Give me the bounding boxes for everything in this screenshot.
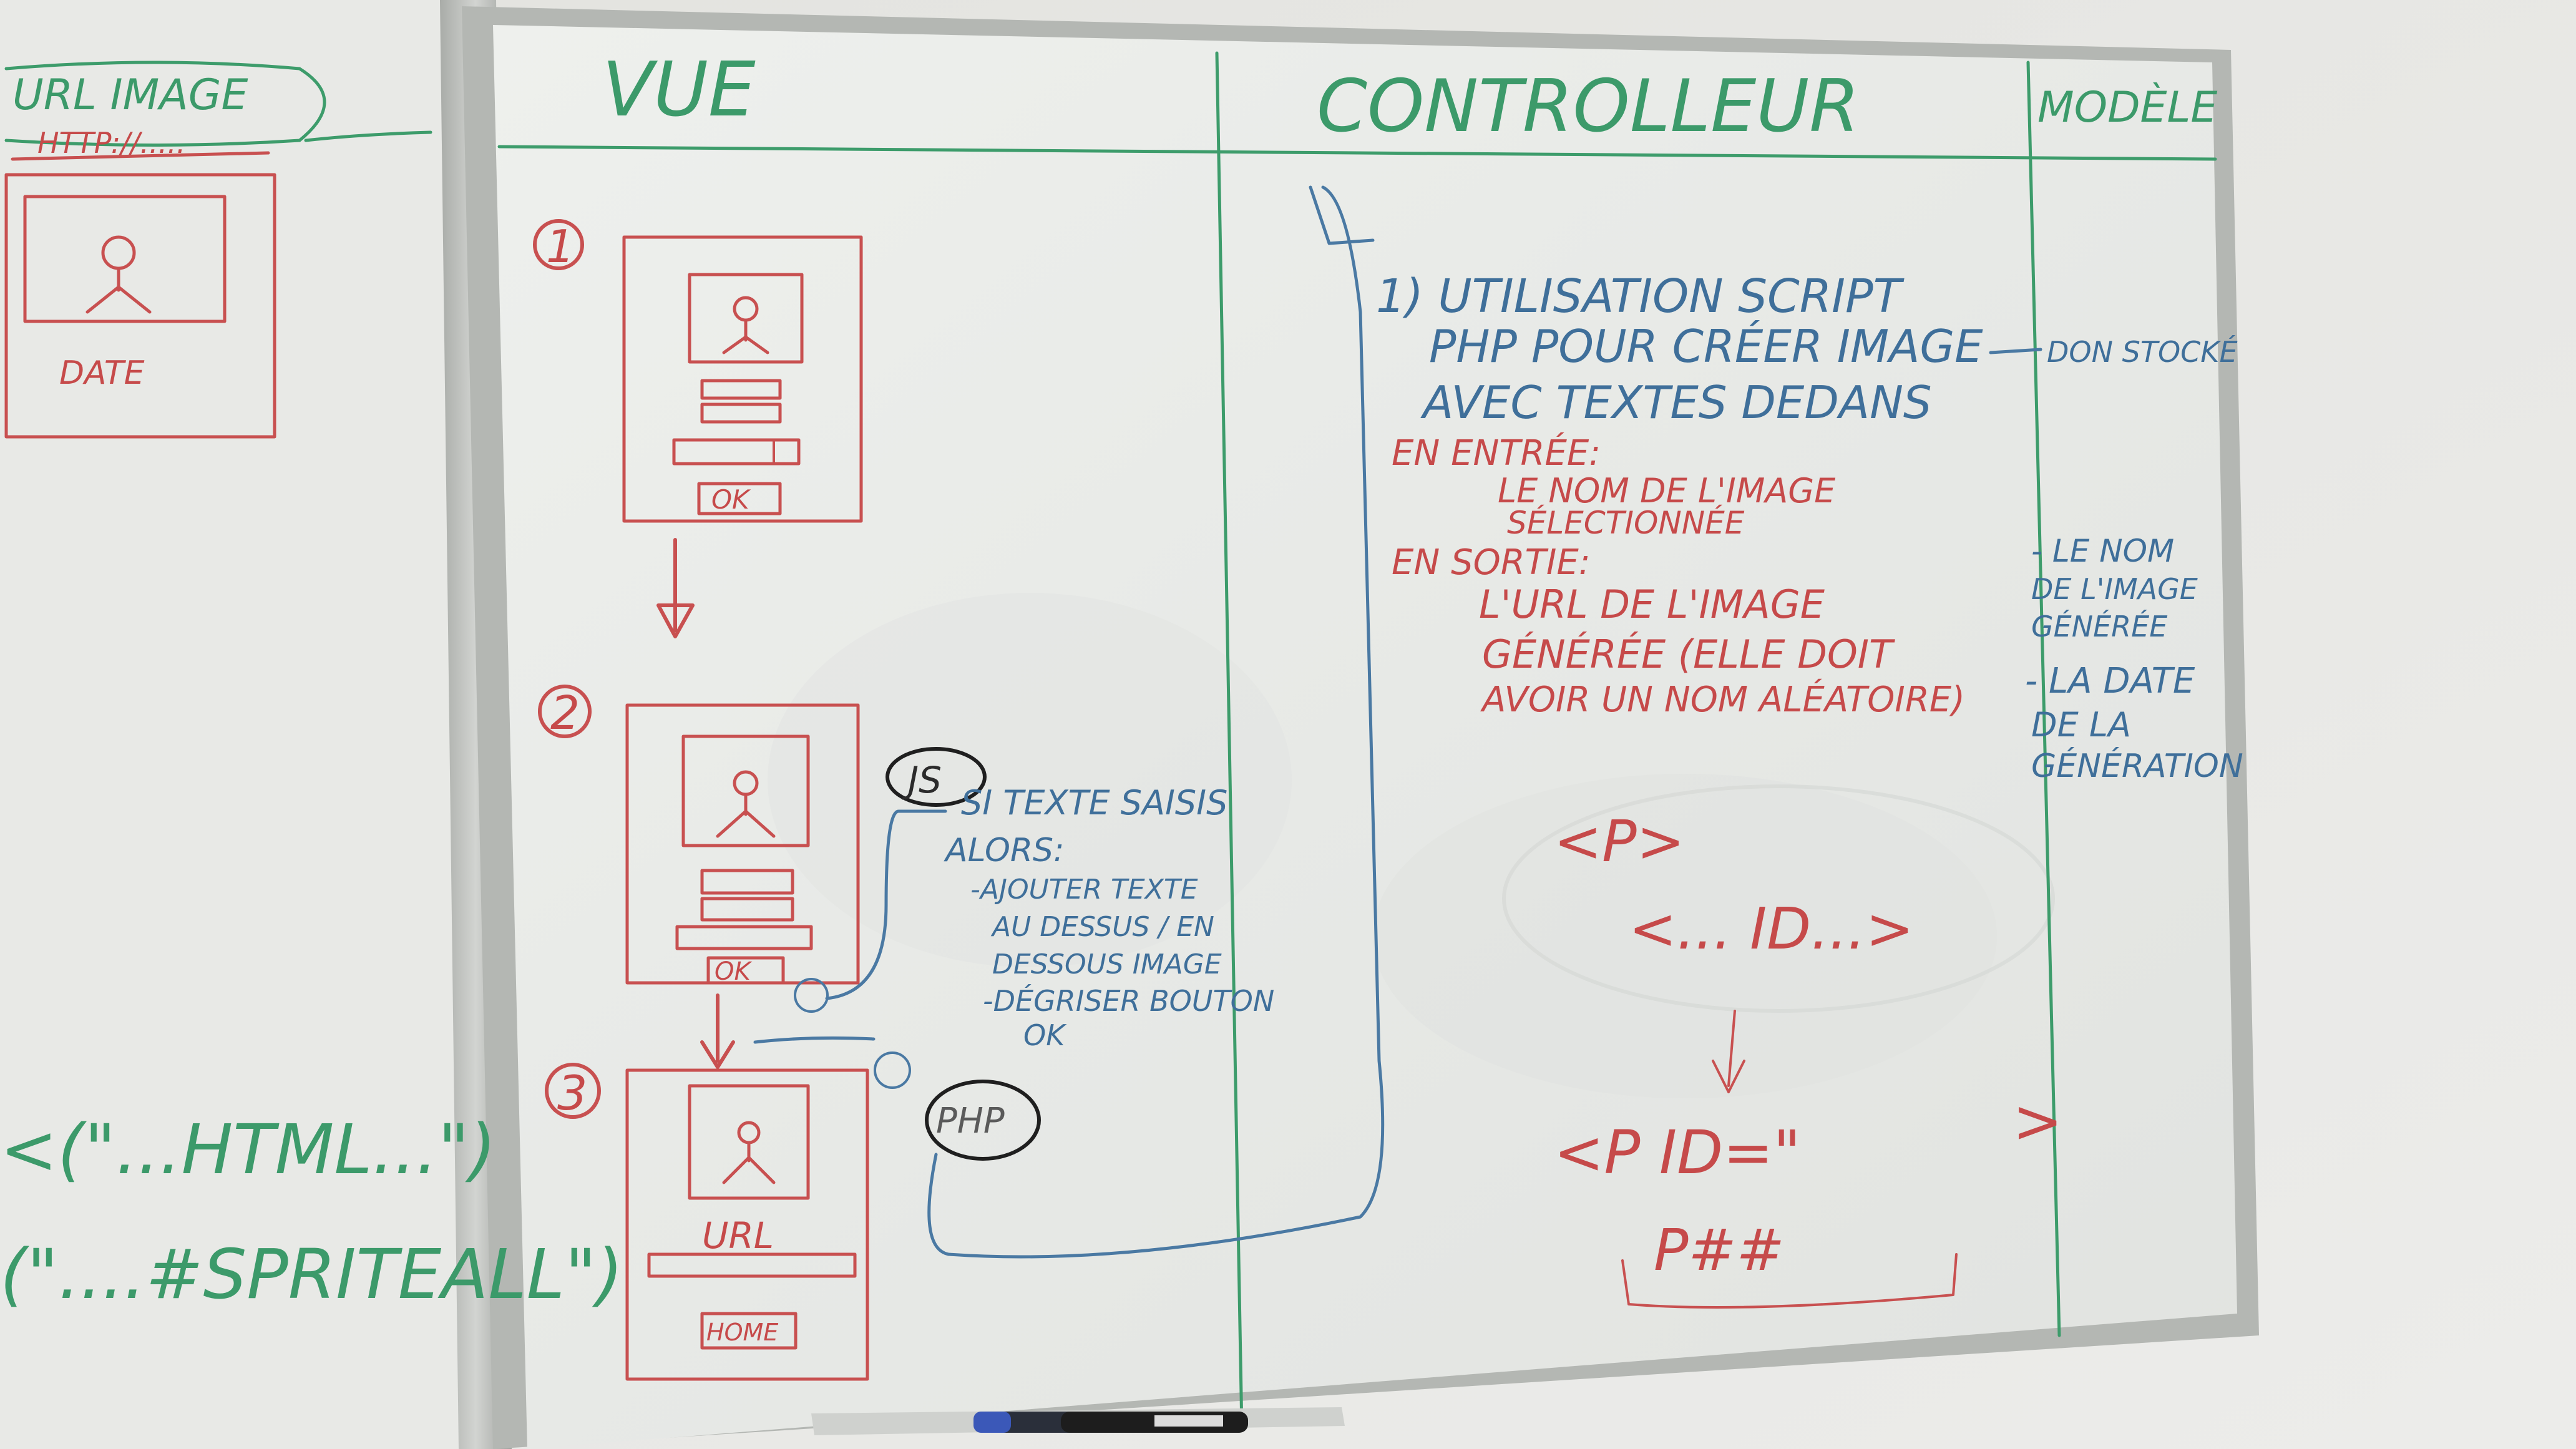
left-code-snippets: <("...HTML...") ("....#SPRITEALL") [0,1110,623,1314]
step-1-number: 1 [546,220,575,273]
js-note-line-2: ALORS: [944,832,1065,869]
modele-item-6: GÉNÉRATION [2031,747,2243,785]
js-note-line-5: DESSOUS IMAGE [992,949,1222,980]
ctrl-line-2: PHP POUR CRÉER IMAGE [1429,320,1983,373]
left-whiteboard [0,0,512,1449]
modele-stock: DON STOCKÉ [2047,335,2238,369]
modele-item-5: DE LA [2031,705,2131,744]
step-1-ok-button: OK [711,484,751,515]
js-behaviour-note: JS SI TEXTE SAISIS ALORS: -AJOUTER TEXTE… [886,747,1274,1052]
step-3-home-button: HOME [706,1319,778,1346]
js-note-line-1: SI TEXTE SAISIS [961,783,1227,822]
vue-step-2: 2 OK [538,685,947,1069]
modele-item-4: - LA DATE [2025,661,2195,701]
ctrl-sortie-line-2: GÉNÉRÉE (ELLE DOIT [1482,632,1895,677]
vue-step-3: 3 URL HOME [545,1036,911,1381]
step-3-number: 3 [557,1065,587,1121]
controleur-step-1: 1) UTILISATION SCRIPT PHP POUR CRÉER IMA… [1376,270,2042,720]
left-url-label: URL IMAGE [12,71,248,120]
js-note-line-3: -AJOUTER TEXTE [970,874,1198,905]
left-url-mockup: URL IMAGE HTTP://..... DATE [4,61,432,439]
ctrl-code-1: <P> [1554,808,1685,875]
js-note-line-6: -DÉGRISER BOUTON [983,984,1274,1018]
modele-item-1: - LE NOM [2031,533,2174,569]
step-2-ok-button: OK [715,957,752,986]
main-whiteboard [462,6,2259,1449]
column-header-vue: VUE [602,47,756,134]
php-label: PHP [936,1101,1005,1141]
ctrl-entree-line-1: LE NOM DE L'IMAGE [1498,471,1836,510]
js-label: JS [902,759,942,801]
modele-notes: DON STOCKÉ - LE NOM DE L'IMAGE GÉNÉRÉE -… [2025,335,2243,785]
ctrl-line-3: AVEC TEXTES DEDANS [1420,376,1932,429]
ctrl-code-5: P## [1654,1217,1785,1284]
ctrl-entree-line-2: SÉLECTIONNÉE [1507,504,1745,541]
ctrl-entree-label: EN ENTRÉE: [1392,433,1601,474]
ctrl-code-2: <... ID...> [1629,895,1914,962]
left-date-label: DATE [59,354,145,392]
ctrl-sortie-line-1: L'URL DE L'IMAGE [1479,582,1825,627]
ctrl-code-3: <P ID=" [1554,1118,1801,1188]
vue-step-1: 1 OK [533,219,863,638]
column-header-modele: MODÈLE [2037,82,2217,132]
step-2-number: 2 [550,686,580,740]
step-3-url-label: URL [702,1214,774,1257]
marker-pens [973,1412,1248,1433]
column-header-controleur: CONTROLLEUR [1317,64,1860,149]
modele-item-2: DE L'IMAGE [2031,572,2198,606]
left-code-line-1: <("...HTML...") [0,1110,496,1189]
modele-item-3: GÉNÉRÉE [2031,610,2167,643]
js-note-line-4: AU DESSUS / EN [990,911,1214,943]
ctrl-code-4: > [2012,1086,2062,1156]
controleur-html-sketch: <P> <... ID...> <P ID=" > P## [1554,808,2062,1309]
ctrl-sortie-label: EN SORTIE: [1392,542,1591,583]
ctrl-sortie-line-3: AVOIR UN NOM ALÉATOIRE) [1480,680,1965,720]
left-code-line-2: ("....#SPRITEALL") [0,1234,623,1314]
ctrl-line-1: 1) UTILISATION SCRIPT [1376,270,1905,323]
js-note-line-7: OK [1023,1018,1067,1052]
php-bubble: PHP [925,185,1385,1259]
